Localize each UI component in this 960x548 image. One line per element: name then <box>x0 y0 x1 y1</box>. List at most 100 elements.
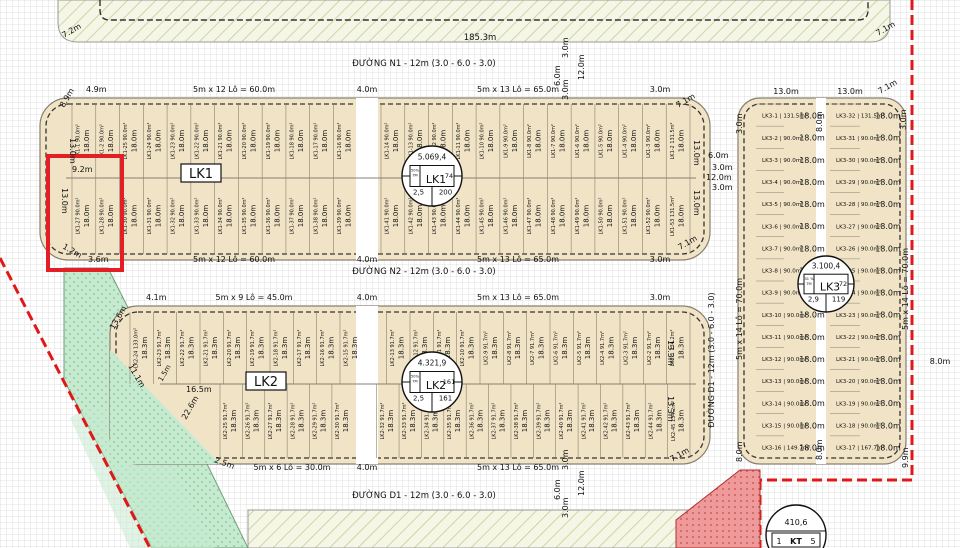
lk1-top-lot-depth: 18.0m <box>463 130 471 153</box>
lk2-top-lot-label: LK2-20 91.7m² <box>227 329 233 366</box>
lk2-top-lot-label: LK2-1 134.2m² <box>670 329 676 366</box>
lk3-right-lot-depth: 18.0m <box>875 112 901 121</box>
dim-lk3-left: 5m x 14 Lô = 70.0m <box>734 278 744 360</box>
lk2-top-lot-label: LK2-15 91.7m² <box>343 329 349 366</box>
lk2-label-box <box>245 371 287 391</box>
lk2-top-lot-depth: 18.3m <box>141 337 149 360</box>
lk2-bot-lot-label: LK2-36 91.7m² <box>469 402 475 439</box>
dim-bottom-12: 12.0m <box>577 470 586 496</box>
lk1-top-lot-depth: 18.0m <box>630 130 638 153</box>
lk3-left-lot-depth: 18.0m <box>799 399 825 408</box>
lk2-bot-lot-label: LK2-44 91.7m² <box>648 402 654 439</box>
lk3-left-lot-depth: 18.0m <box>799 377 825 386</box>
lk2-top-lot-label: LK2-24 133.0m² <box>133 328 139 368</box>
lk2-info-floors: 2,5 <box>413 395 424 403</box>
lk3-info-small2: TM <box>805 282 811 286</box>
lk1-top-lot-depth: 18.0m <box>558 130 566 153</box>
lk2-top-lot-depth: 18.3m <box>467 337 475 360</box>
lk1-bot-lot-label: LK1-31 90.0m² <box>147 197 153 234</box>
lk2-bot-lot-depth: 18.3m <box>633 410 641 433</box>
lk1-top-lot-label: LK1-23 90.0m² <box>171 122 177 159</box>
lk1-bot-lot-label: LK1-37 90.0m² <box>290 197 296 234</box>
dim-lk1-13-0: 13.0m <box>68 138 77 164</box>
lk1-bot-lot-label: LK1-42 90.0m² <box>408 197 414 234</box>
highlighted-lot-frame[interactable] <box>46 154 124 272</box>
lk2-top-lot-depth: 18.3m <box>257 337 265 360</box>
lk3-left-lot-depth: 18.0m <box>799 134 825 143</box>
lk3-info-area: 3.100,4 <box>812 262 841 271</box>
dim-lk1-4-9: 4.9m <box>86 85 107 94</box>
lk2-top-lot-label: LK2-6 91.7m² <box>553 331 559 365</box>
lk1-top-lot-depth: 18.0m <box>273 130 281 153</box>
lk1-top-lot-label: LK1-18 90.0m² <box>290 122 296 159</box>
lk3-right-lot-depth: 18.0m <box>875 333 901 342</box>
lk3-right-lot-depth: 18.0m <box>875 134 901 143</box>
lk3-right-lot-depth: 18.0m <box>875 421 901 430</box>
dim-v-12: 12.0m <box>577 54 586 80</box>
lk2-bot-lot-label: LK2-33 91.7m² <box>402 402 408 439</box>
lk1-bot-lot-label: LK1-50 90.0m² <box>599 197 605 234</box>
lk1-bot-lot-label: LK1-48 90.0m² <box>551 197 557 234</box>
lk3-left-lot-label: LK3-11 | 90.0m² <box>762 334 807 341</box>
lk2-bot-lot-label: LK2-38 91.7m² <box>514 402 520 439</box>
lk2-top-lot-label: LK2-4 91.7m² <box>600 331 606 365</box>
road-label-d1-vertical: ĐƯỜNG D1 - 12m (3.0 - 6.0 - 3.0) <box>705 292 716 427</box>
lk3-left-lot-label: LK3-10 | 90.0m² <box>762 312 807 319</box>
lk1-bot-lot-label: LK1-52 90.0m² <box>646 197 652 234</box>
dim-lk1-bot-left: 5m x 12 Lô = 60.0m <box>193 254 275 264</box>
lk1-bot-lot-label: LK1-32 90.0m² <box>171 197 177 234</box>
technical-zone-fill <box>675 469 761 548</box>
dim-bottom-3a: 3.0m <box>561 449 570 470</box>
lk2-bot-lot-depth: 18.3m <box>409 410 417 433</box>
lk3-left-lot-label: LK3-7 | 90.0m² <box>762 245 804 252</box>
lk2-top-lot-label: LK2-13 91.7m² <box>390 329 396 366</box>
lk2-top-lot-depth: 18.3m <box>631 337 639 360</box>
lk1-top-lot-depth: 18.0m <box>677 130 685 153</box>
boundary-line-left <box>0 257 152 548</box>
lk2-top-lot-depth: 18.3m <box>607 337 615 360</box>
lk3-right-lot-label: LK3-20 | 90.0m² <box>836 378 881 385</box>
lk1-bot-lot-label: LK1-45 90.0m² <box>480 197 486 234</box>
lk1-top-lot-depth: 18.0m <box>606 130 614 153</box>
lk3-right-lot-label: LK3-25 | 90.0m² <box>836 268 881 275</box>
lk1-bot-lot-depth: 18.0m <box>487 205 495 228</box>
dim-bottom-6: 6.0m <box>553 479 562 500</box>
lk3-left-lot-depth: 18.0m <box>799 200 825 209</box>
dim-lk2-bot-4: 4.0m <box>357 463 378 472</box>
lk1-top-lot-label: LK1-7 90.0m² <box>551 124 557 158</box>
lk1-top-lot-label: LK1-4 90.0m² <box>622 124 628 158</box>
dim-bottom-3b: 3.0m <box>561 497 570 518</box>
lk2-bot-lot-label: LK2-42 91.7m² <box>604 402 610 439</box>
dim-v-6: 6.0m <box>553 65 562 86</box>
lk3-right-lot-label: LK3-18 | 90.0m² <box>836 422 881 429</box>
dim-lk2-13-3-b: 13.3m <box>666 396 675 422</box>
dim-lk2-top-4: 4.0m <box>357 293 378 302</box>
lk1-top-lot-label: LK1-21 90.0m² <box>218 122 224 159</box>
lk2-bot-lot-label: LK2-35 91.7m² <box>447 402 453 439</box>
lk2-bot-lot-label: LK2-41 91.7m² <box>581 402 587 439</box>
lk3-left-lot-depth: 18.0m <box>799 443 825 452</box>
lk1-walkway <box>356 98 378 260</box>
lk2-bot-lot-depth: 18.3m <box>678 410 686 433</box>
lk3-right-lot-label: LK3-21 | 90.0m² <box>836 356 881 363</box>
dim-v-3a: 3.0m <box>561 37 570 58</box>
lk2-top-lot-label: LK2-5 91.7m² <box>577 331 583 365</box>
lk3-left-lot-depth: 18.0m <box>799 156 825 165</box>
lk2-top-lot-label: LK2-9 91.7m² <box>483 331 489 365</box>
lk2-label-text: LK2 <box>254 375 278 390</box>
lk1-top-lot-depth: 18.0m <box>249 130 257 153</box>
dim-lk1-3-6: 3.6m <box>88 255 109 264</box>
dim-lk2-13-3-a: 13.3m <box>666 340 675 366</box>
dim-lk2-4-1: 4.1m <box>146 293 167 302</box>
road-label-n2: ĐƯỜNG N2 - 12m (3.0 - 6.0 - 3.0) <box>352 265 495 277</box>
lk2-top-lot-label: LK2-7 91.7m² <box>530 331 536 365</box>
lk1-top-lot-depth: 18.0m <box>321 130 329 153</box>
lk2-info-height: 161 <box>439 395 452 403</box>
lk3-info-floors: 2,9 <box>808 295 819 303</box>
lk1-bot-lot-depth: 18.0m <box>535 205 543 228</box>
lk1-top-lot-label: LK1-12 90.0m² <box>432 122 438 159</box>
lk2-bot-lot-depth: 18.3m <box>297 410 305 433</box>
lk1-bot-lot-label: LK1-41 90.0m² <box>385 197 391 234</box>
lk2-top-lot-depth: 18.3m <box>304 337 312 360</box>
lk1-info-floors: 2,5 <box>413 189 424 197</box>
